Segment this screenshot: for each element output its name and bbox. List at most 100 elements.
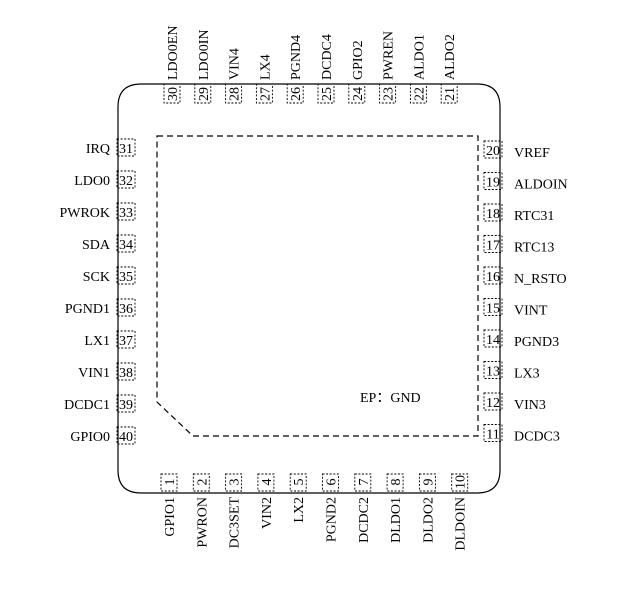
pin-7-number: 7 xyxy=(357,479,372,486)
pin-13-label: LX3 xyxy=(514,367,540,382)
pin-16-box xyxy=(483,266,503,285)
pin-20-number: 20 xyxy=(486,144,500,159)
pin-10-number: 10 xyxy=(454,475,469,489)
package-outline xyxy=(117,83,501,494)
pin-6-label: PGND2 xyxy=(325,497,340,542)
pin-6-number: 6 xyxy=(325,479,340,486)
pin-15-box xyxy=(483,298,503,316)
pin-36-number: 36 xyxy=(119,302,133,317)
pin-29-label: LDO0IN xyxy=(197,29,212,80)
pin-14-box xyxy=(483,329,503,348)
pin-22-number: 22 xyxy=(412,87,427,101)
pin-38-box xyxy=(116,362,136,381)
pin-31-number: 31 xyxy=(119,142,133,157)
pin-9-box xyxy=(418,473,436,492)
pin-34-box xyxy=(116,234,136,253)
pin-39-label: DCDC1 xyxy=(64,398,110,413)
pin-16-number: 16 xyxy=(486,270,500,285)
pin-10-box xyxy=(451,473,469,492)
pin-17-number: 17 xyxy=(486,239,500,254)
pin-26-label: PGND4 xyxy=(289,35,304,80)
pin-31-box xyxy=(116,138,136,157)
pin-37-box xyxy=(116,330,136,349)
pin-21-box xyxy=(440,83,458,104)
pin-13-box xyxy=(483,361,503,379)
pin-3-number: 3 xyxy=(228,479,243,486)
pin-3-box xyxy=(225,473,243,492)
pin-20-box xyxy=(483,140,503,159)
pin-7-label: DCDC2 xyxy=(357,497,372,543)
pin-25-label: DCDC4 xyxy=(320,34,335,80)
pin-15-number: 15 xyxy=(486,302,500,317)
pin-14-label: PGND3 xyxy=(514,335,559,350)
pin-19-box xyxy=(483,172,503,190)
ep-label: EP：GND xyxy=(360,391,421,406)
pin-27-box xyxy=(255,83,273,104)
pin-36-box xyxy=(116,298,136,317)
pin-24-number: 24 xyxy=(351,87,366,101)
pin-1-label: GPIO1 xyxy=(163,497,178,537)
pin-39-box xyxy=(116,394,136,413)
pin-6-box xyxy=(322,473,339,492)
pin-35-number: 35 xyxy=(119,270,133,285)
pin-19-label: ALDOIN xyxy=(514,178,568,193)
pin-23-box xyxy=(379,83,397,104)
pin-27-number: 27 xyxy=(258,87,273,101)
pin-2-number: 2 xyxy=(195,479,210,486)
pin-30-box xyxy=(163,83,181,104)
pin-29-number: 29 xyxy=(197,87,212,101)
pin-21-label: ALDO2 xyxy=(443,34,458,80)
pin-3-label: DC3SET xyxy=(228,497,243,549)
exposed-pad xyxy=(156,135,479,437)
pin-21-number: 21 xyxy=(443,87,458,101)
pin-15-label: VINT xyxy=(514,304,548,319)
pin-12-number: 12 xyxy=(486,396,500,411)
pin-33-number: 33 xyxy=(119,206,133,221)
pin-7-box xyxy=(354,473,372,492)
pin-34-number: 34 xyxy=(119,238,133,253)
pin-38-number: 38 xyxy=(119,366,133,381)
pin-33-label: PWROK xyxy=(59,206,110,221)
pin-24-box xyxy=(348,83,366,104)
pin-16-label: N_RSTO xyxy=(514,272,567,287)
pin-40-label: GPIO0 xyxy=(70,430,110,445)
pin-22-box xyxy=(409,83,427,104)
pin-1-number: 1 xyxy=(163,479,178,486)
pin-5-label: LX2 xyxy=(292,497,307,523)
pin-4-box xyxy=(257,473,275,492)
pin-8-box xyxy=(386,473,404,492)
pin-37-number: 37 xyxy=(119,334,133,349)
pin-39-number: 39 xyxy=(119,398,133,413)
pin-19-number: 19 xyxy=(486,176,500,191)
pin-11-label: DCDC3 xyxy=(514,430,560,445)
pin-20-label: VREF xyxy=(514,146,550,161)
pin-12-box xyxy=(483,392,503,411)
pin-35-box xyxy=(116,266,136,285)
pin-23-label: PWREN xyxy=(382,31,397,80)
pin-13-number: 13 xyxy=(486,365,500,380)
pin-12-label: VIN3 xyxy=(514,398,546,413)
pin-26-number: 26 xyxy=(289,87,304,101)
pin-31-label: IRQ xyxy=(86,142,110,157)
pin-4-number: 4 xyxy=(260,479,275,486)
pin-8-label: DLDO1 xyxy=(389,497,404,543)
pins-layer: 1GPIO12PWRON3DC3SET4VIN25LX26PGND27DCDC2… xyxy=(59,26,567,551)
pin-17-box xyxy=(483,235,503,253)
pin-18-label: RTC31 xyxy=(514,209,554,224)
pin-1-box xyxy=(160,473,178,492)
pin-36-label: PGND1 xyxy=(65,302,110,317)
pin-9-label: DLDO2 xyxy=(421,497,436,543)
pin-40-number: 40 xyxy=(119,430,133,445)
pin-28-label: VIN4 xyxy=(228,48,243,80)
pin-28-box xyxy=(225,83,243,104)
pin-29-box xyxy=(194,83,212,104)
pin-2-box xyxy=(192,473,210,492)
pin-9-number: 9 xyxy=(421,479,436,486)
pin-4-label: VIN2 xyxy=(260,497,275,529)
pin-11-box xyxy=(483,424,503,442)
pin-11-number: 11 xyxy=(486,428,499,443)
pin-32-label: LDO0 xyxy=(74,174,110,189)
pin-34-label: SDA xyxy=(82,238,111,253)
pin-26-box xyxy=(286,83,304,104)
